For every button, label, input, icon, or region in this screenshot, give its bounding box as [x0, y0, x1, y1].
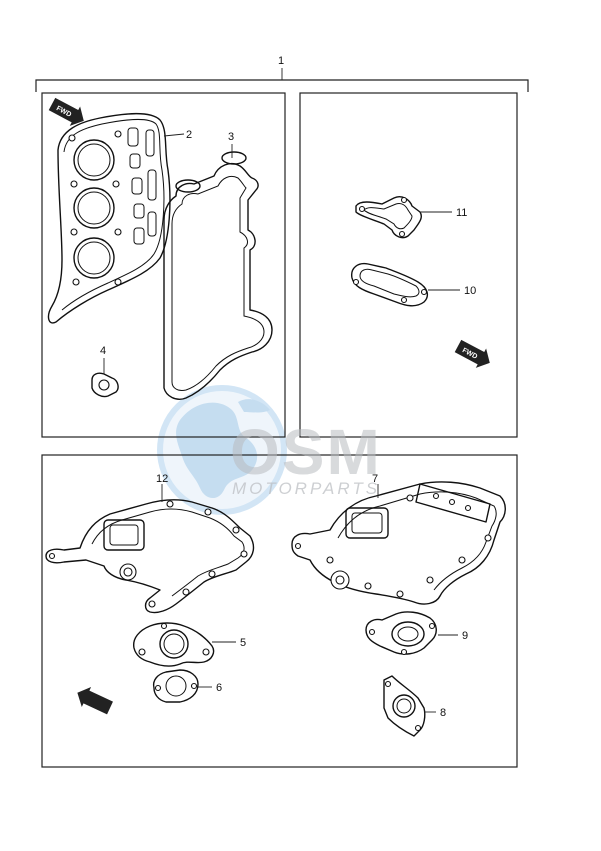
label-part-2: 2: [186, 129, 192, 141]
label-part-12: 12: [156, 473, 168, 485]
group-frame-bottom: [41, 454, 518, 768]
fwd-arrow-icon: [77, 687, 113, 715]
gasket-part-9: 9: [365, 611, 468, 656]
gasket-part-8: 8: [383, 675, 446, 737]
label-part-8: 8: [440, 707, 446, 719]
gasket-part-7: 7: [291, 473, 506, 605]
gasket-part-10: 10: [351, 262, 476, 307]
set-bracket: 1: [35, 55, 529, 92]
label-part-10: 10: [464, 285, 476, 297]
label-part-4: 4: [100, 345, 106, 357]
label-part-9: 9: [462, 630, 468, 642]
label-part-7: 7: [372, 473, 378, 485]
group-frame-top-right: [299, 92, 518, 438]
gasket-part-12: 12: [45, 473, 255, 614]
watermark-tagline: MOTORPARTS: [232, 479, 380, 498]
gasket-part-11: 11: [355, 196, 467, 239]
group-frame-top-left: [41, 92, 286, 438]
label-part-11: 11: [456, 207, 467, 219]
label-part-1: 1: [278, 55, 284, 67]
fwd-arrow-icon: FWD: [48, 97, 84, 126]
gasket-part-6: 6: [152, 669, 222, 703]
label-part-3: 3: [228, 131, 234, 143]
svg-text:FWD: FWD: [83, 712, 100, 725]
cylinder-head-gasket: 2: [47, 113, 192, 324]
watermark: OSM MOTORPARTS: [230, 416, 382, 498]
head-cover-gasket: 3: [163, 131, 273, 400]
watermark-brand: OSM: [230, 416, 382, 488]
fwd-arrow-icon: FWD: [454, 339, 490, 368]
label-part-5: 5: [240, 637, 246, 649]
gasket-part-5: 5: [133, 622, 246, 667]
watermark-globe-icon: [157, 385, 287, 515]
label-part-6: 6: [216, 682, 222, 694]
small-gasket-part-4: 4: [91, 345, 119, 398]
